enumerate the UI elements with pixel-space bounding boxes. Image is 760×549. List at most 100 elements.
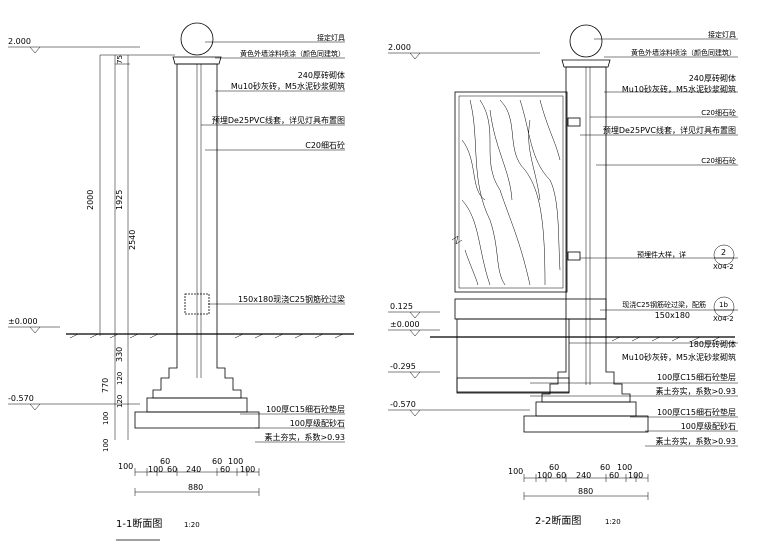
label-brick-mortar-3: Mu10砂灰砖，M5水泥砂浆砌筑 — [622, 352, 736, 362]
lamp-symbol — [180, 22, 214, 56]
level-0125: 0.125 — [388, 302, 440, 319]
level-top: 2.000 — [8, 37, 140, 54]
beam-strip — [454, 298, 607, 320]
level-ground-2: ±0.000 — [388, 320, 440, 337]
dim-h-60a-2: 60 — [549, 463, 559, 472]
detail-ref-1-sheet: X04-2 — [713, 263, 734, 271]
gravel-layer — [134, 411, 260, 429]
dim-h-100: 100 — [228, 457, 243, 466]
dim-h-100c: 100 — [240, 465, 255, 474]
label-pvc: 预埋De25PVC线套，详见灯具布置图 — [212, 115, 345, 125]
dim-h-880: 880 — [188, 483, 203, 492]
level-bottom-text: -0.570 — [8, 394, 34, 403]
label-c20: C20细石砼 — [305, 140, 345, 150]
dim-h-60b-2: 60 — [600, 463, 610, 472]
label-cushion-2: 100厚C15细石砼垫层 — [657, 407, 736, 417]
dim-h-100b-2: 100 — [537, 471, 552, 480]
dim-75: 75 — [116, 55, 124, 64]
section-scale-2-2: 1:20 — [605, 518, 621, 526]
label-brick-240: 240厚砖砌体 — [298, 70, 345, 80]
vertical-dimensions: 2000 75 1925 2540 330 770 120 120 100 10… — [86, 54, 175, 452]
section-2-2: 2.000 0.125 ±0.000 -0.295 -0.570 — [388, 24, 738, 527]
level-top-2-text: 2.000 — [388, 43, 411, 52]
embed-plate-top — [567, 117, 581, 127]
label-embed: 预埋件大样，详 — [637, 250, 686, 259]
label-cushion-1: 100厚C15细石砼垫层 — [657, 372, 736, 382]
dim-h-60d: 60 — [220, 465, 230, 474]
dim-h-100c-2: 100 — [628, 471, 643, 480]
level-ground-2-text: ±0.000 — [390, 320, 420, 329]
label-soil-2: 素土夯实，系数>0.93 — [655, 436, 736, 446]
label-lamp-2: 接定灯具 — [708, 30, 736, 39]
level-0125-text: 0.125 — [390, 302, 413, 311]
dim-770: 770 — [101, 378, 110, 393]
dim-2000: 2000 — [86, 190, 95, 210]
column-cap-2 — [561, 59, 611, 68]
dim-120b: 120 — [116, 395, 124, 408]
label-gravel-2: 100厚级配砂石 — [681, 421, 736, 431]
cushion-strip — [456, 377, 570, 393]
dim-h-60a: 60 — [160, 457, 170, 466]
gravel-layer-2 — [523, 415, 649, 433]
detail-ref-2: 1b X04-2 — [713, 296, 735, 323]
label-brick-240-2: 240厚砖砌体 — [689, 73, 736, 83]
dim-h-240-2: 240 — [576, 471, 591, 480]
label-c20-b: C20细石砼 — [701, 156, 736, 165]
horizontal-dimensions: 60 60 100 100 100 60 240 60 100 880 — [118, 457, 260, 496]
column-cap — [172, 56, 222, 65]
label-soil-1: 素土夯实，系数>0.93 — [655, 386, 736, 396]
lamp-symbol-2 — [569, 24, 603, 58]
dim-1925: 1925 — [115, 190, 124, 210]
dim-h-100b: 100 — [148, 465, 163, 474]
dim-120a: 120 — [116, 372, 124, 385]
level-bottom: -0.570 — [8, 394, 140, 411]
dim-330: 330 — [115, 347, 124, 362]
dim-h-60c-2: 60 — [556, 471, 566, 480]
detail-ref-1-num: 2 — [721, 248, 726, 257]
level-top-2: 2.000 — [388, 43, 540, 60]
dim-100a: 100 — [102, 412, 110, 425]
section-1-1: 2.000 ±0.000 -0.570 2000 75 1925 2540 33… — [8, 22, 354, 541]
detail-ref-2-num: 1b — [719, 301, 728, 309]
label-c20-a: C20细石砼 — [701, 108, 736, 117]
label-brick-mortar: Mu10砂灰砖，M5水泥砂浆砌筑 — [231, 81, 345, 91]
label-pvc-2: 预埋De25PVC线套，详见灯具布置图 — [603, 125, 736, 135]
dim-2540: 2540 — [128, 230, 137, 250]
decorative-panel — [451, 91, 568, 293]
horizontal-dimensions-2: 60 60 100 100 100 60 240 60 100 880 — [508, 463, 649, 500]
dim-h-100-2: 100 — [617, 463, 632, 472]
label-brick-mortar-2: Mu10砂灰砖，M5水泥砂浆砌筑 — [622, 84, 736, 94]
label-lamp: 接定灯具 — [317, 33, 345, 42]
section-title-1-1: 1-1断面图 — [116, 517, 162, 530]
dim-h-240: 240 — [186, 465, 201, 474]
dim-h-60d-2: 60 — [609, 471, 619, 480]
level-top-text: 2.000 — [8, 37, 31, 46]
label-paint-2: 黄色外墙涂料喷涂（颜色同建筑） — [631, 48, 736, 57]
level-bottom-2: -0.570 — [388, 400, 530, 417]
level-0295-text: -0.295 — [390, 362, 416, 371]
level-0295: -0.295 — [388, 362, 440, 379]
label-brick-180: 180厚砖砌体 — [689, 339, 736, 349]
cushion-layer-2 — [535, 401, 637, 417]
label-beam-2: 现浇C25钢筋砼过梁，配筋 — [622, 300, 706, 309]
dim-h-60c: 60 — [167, 465, 177, 474]
dim-h-100a: 100 — [118, 462, 133, 471]
level-ground-text: ±0.000 — [8, 317, 38, 326]
embed-plate-bottom — [567, 251, 581, 261]
detail-ref-1: 2 X04-2 — [713, 244, 735, 271]
dim-100b: 100 — [102, 439, 110, 452]
cushion-layer — [146, 397, 248, 413]
label-soil: 素土夯实，系数>0.93 — [264, 432, 345, 442]
label-beam: 150x180现浇C25钢筋砼过梁 — [238, 294, 345, 304]
detail-ref-2-sheet: X04-2 — [713, 315, 734, 323]
dim-h-880-2: 880 — [578, 487, 593, 496]
level-bottom-2-text: -0.570 — [390, 400, 416, 409]
dim-h-60b: 60 — [212, 457, 222, 466]
label-gravel: 100厚级配砂石 — [290, 418, 345, 428]
section-scale-1-1: 1:20 — [184, 521, 200, 529]
section-title-2-2: 2-2断面图 — [535, 514, 581, 527]
label-paint: 黄色外墙涂料喷涂（颜色同建筑） — [240, 49, 345, 58]
level-ground: ±0.000 — [8, 317, 60, 334]
dim-h-100a-2: 100 — [508, 467, 523, 476]
